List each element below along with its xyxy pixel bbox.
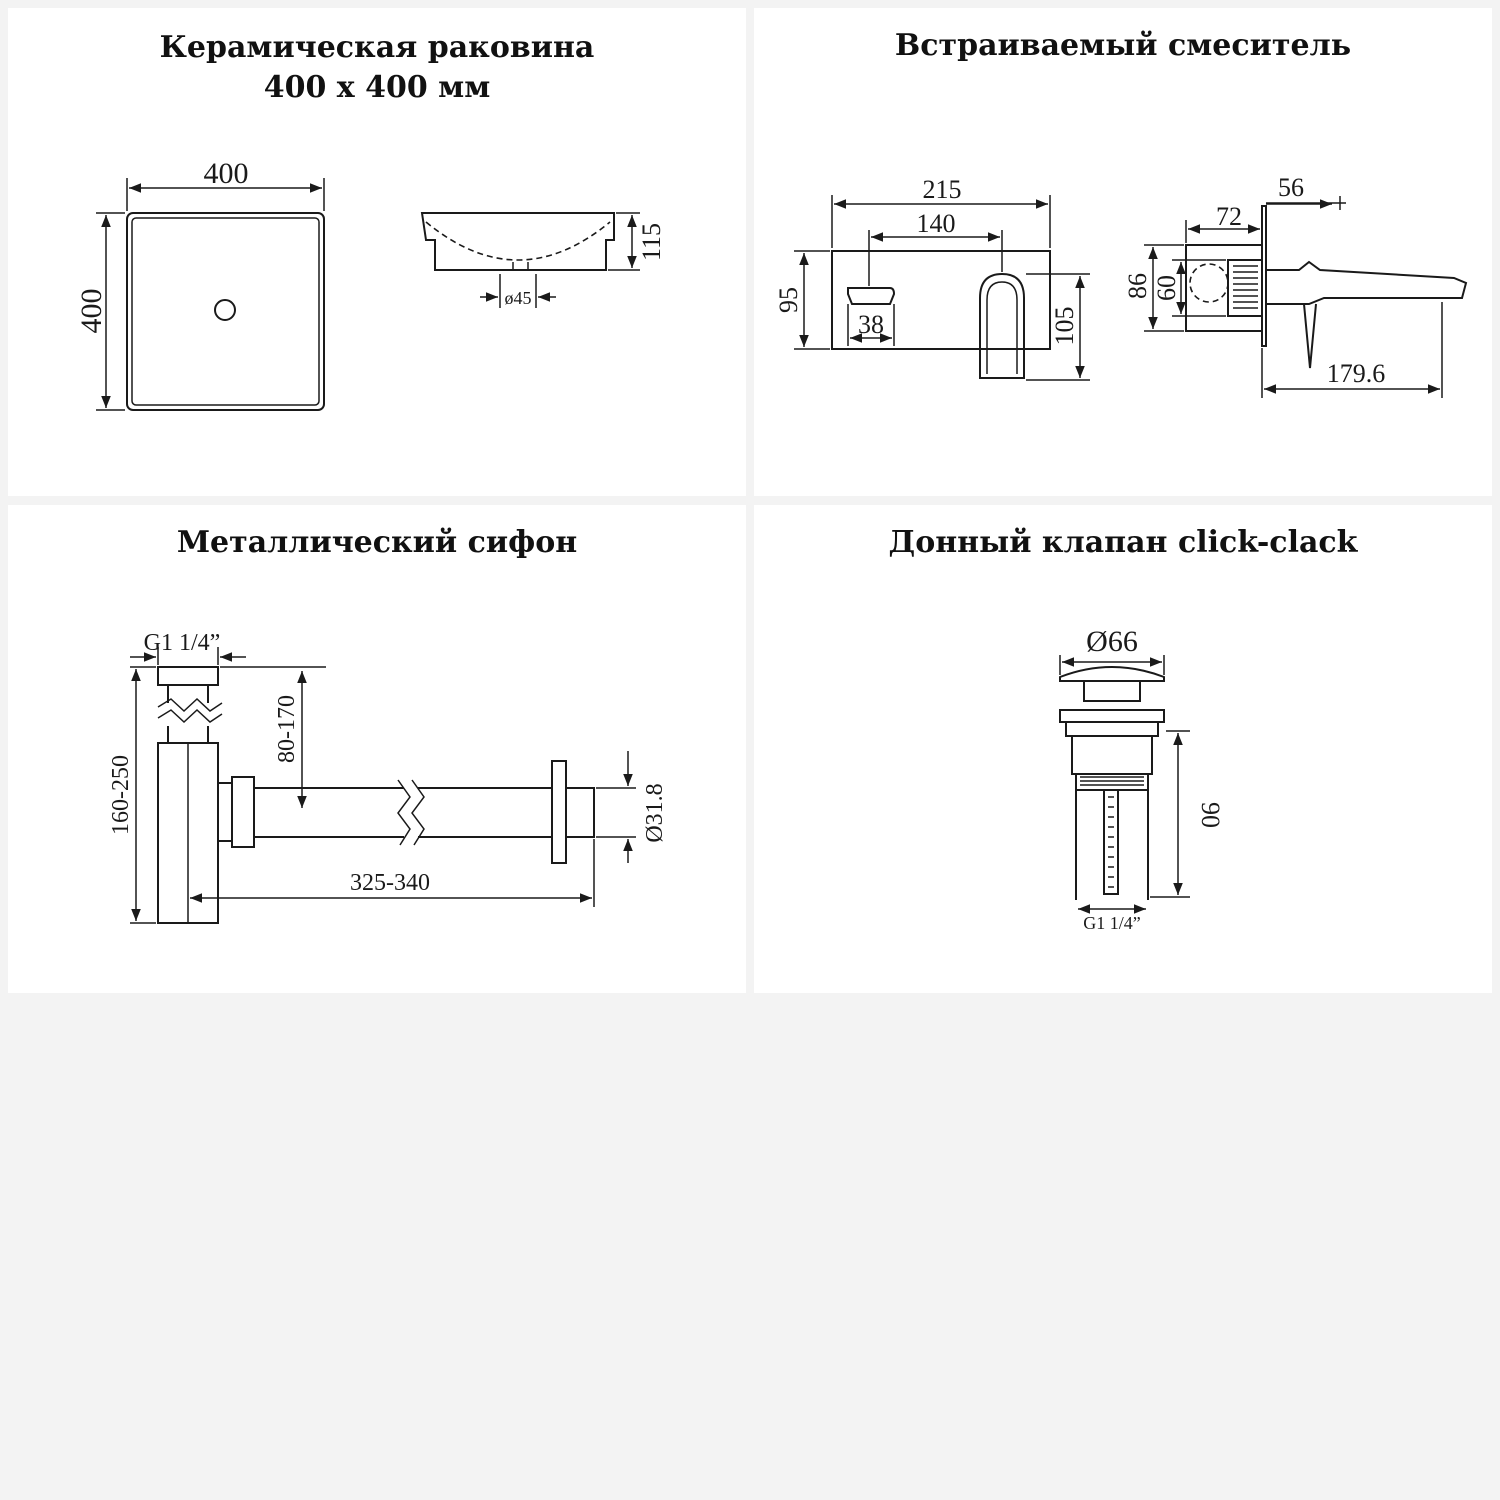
mixer-depth-56-dimension: 56 xyxy=(1266,173,1346,210)
mixer-60-label: 60 xyxy=(1152,275,1181,301)
mixer-panel: Встраиваемый смеситель 215 140 95 xyxy=(754,8,1492,496)
mixer-140-label: 140 xyxy=(917,209,956,238)
sink-height-dimension: 400 xyxy=(75,212,125,411)
sink-width-dimension: 400 xyxy=(126,157,325,211)
valve-thread-dimension: G1 1/4” xyxy=(1078,904,1146,933)
sink-drain-dimension: ø45 xyxy=(480,274,556,308)
valve-height-dimension: 90 xyxy=(1150,730,1225,898)
sink-title: Керамическая раковина 400 x 400 мм xyxy=(8,28,746,108)
valve-drawing: Ø66 90 G1 1/4” xyxy=(1059,625,1225,933)
mixer-width-215-dimension: 215 xyxy=(831,175,1051,248)
siphon-length-label: 325-340 xyxy=(350,870,430,896)
siphon-thread-label: G1 1/4” xyxy=(144,630,221,656)
valve-title: Донный клапан click-clack xyxy=(888,525,1358,560)
siphon-length-dimension: 325-340 xyxy=(190,839,595,907)
mixer-depth-72-dimension: 72 xyxy=(1185,202,1260,243)
sink-title-line2: 400 x 400 мм xyxy=(263,70,491,105)
mixer-179-label: 179.6 xyxy=(1327,359,1386,388)
mixer-height-105-dimension: 105 xyxy=(1026,273,1090,381)
mixer-72-label: 72 xyxy=(1216,202,1242,231)
valve-cap-label: Ø66 xyxy=(1086,625,1138,658)
valve-thread-label: G1 1/4” xyxy=(1083,913,1141,933)
sink-height-label: 400 xyxy=(75,289,108,334)
siphon-title: Металлический сифон xyxy=(176,525,578,560)
mixer-side-view xyxy=(1185,205,1468,369)
siphon-panel: Металлический сифон xyxy=(8,505,746,993)
mixer-front-view xyxy=(831,250,1051,379)
siphon-diameter-label: Ø31.8 xyxy=(642,783,668,842)
mixer-height-86-dimension: 86 xyxy=(1123,244,1184,332)
siphon-thread-dimension: G1 1/4” xyxy=(130,630,246,665)
sink-top-view xyxy=(126,212,325,411)
sink-drain-label: ø45 xyxy=(505,288,532,308)
mixer-spacing-140-dimension: 140 xyxy=(868,209,1003,286)
siphon-drawing: G1 1/4” 160-250 80-170 325-340 Ø31.8 xyxy=(108,630,668,924)
mixer-drawing: 215 140 95 38 105 xyxy=(774,173,1468,398)
siphon-height-label: 160-250 xyxy=(108,755,134,835)
mixer-height-60-dimension: 60 xyxy=(1152,259,1226,317)
mixer-95-label: 95 xyxy=(774,287,803,313)
siphon-outlet-height-dimension: 80-170 xyxy=(220,666,326,808)
sink-depth-dimension: 115 xyxy=(608,212,666,271)
valve-cap-dimension: Ø66 xyxy=(1059,625,1165,675)
mixer-105-label: 105 xyxy=(1050,307,1079,346)
mixer-title: Встраиваемый смеситель xyxy=(894,28,1352,63)
valve-panel: Донный клапан click-clack xyxy=(754,505,1492,993)
mixer-height-95-dimension: 95 xyxy=(774,250,830,350)
sink-panel: Керамическая раковина 400 x 400 мм 400 4… xyxy=(8,8,746,496)
sink-drawing: 400 400 115 ø45 xyxy=(75,157,666,411)
sink-width-label: 400 xyxy=(204,157,249,190)
sink-side-view xyxy=(420,212,615,271)
mixer-reach-179-dimension: 179.6 xyxy=(1261,302,1443,398)
sink-depth-label: 115 xyxy=(637,223,666,261)
mixer-38-label: 38 xyxy=(858,310,884,339)
siphon-outlet-label: 80-170 xyxy=(274,695,300,763)
sink-title-line1: Керамическая раковина xyxy=(159,30,595,65)
valve-body xyxy=(1059,666,1165,900)
mixer-215-label: 215 xyxy=(923,175,962,204)
siphon-height-dimension: 160-250 xyxy=(108,666,156,924)
mixer-86-label: 86 xyxy=(1123,273,1152,299)
valve-height-label: 90 xyxy=(1196,802,1225,828)
mixer-knob-38-dimension: 38 xyxy=(847,304,895,346)
mixer-56-label: 56 xyxy=(1278,173,1304,202)
siphon-body xyxy=(157,666,595,924)
siphon-diameter-dimension: Ø31.8 xyxy=(596,751,668,863)
